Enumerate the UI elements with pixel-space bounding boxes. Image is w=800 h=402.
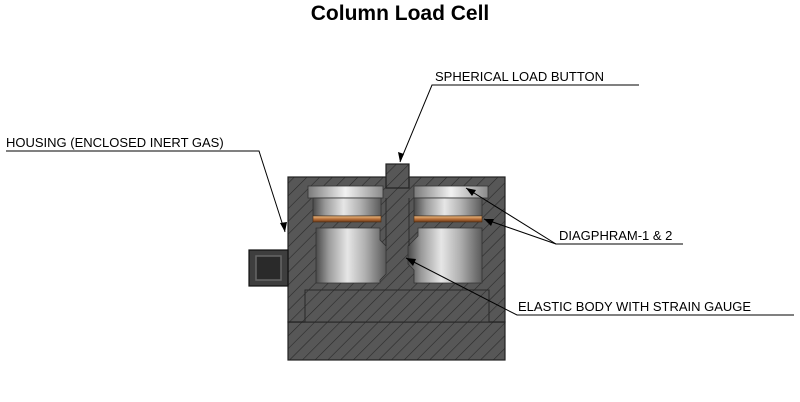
diaphragm-1 [312,215,382,223]
diaphragm-leader-2 [483,218,557,245]
elastic-body-base [304,289,490,323]
right-upper-ring [413,185,489,199]
right-lower-chamber [407,227,483,284]
load-button-leader [399,84,639,163]
housing-label: HOUSING (ENCLOSED INERT GAS) [6,135,224,150]
left-upper-ring [307,185,384,199]
right-chamber-upper [413,197,483,217]
load-button-label: SPHERICAL LOAD BUTTON [435,69,604,84]
elastic-body-arrow [406,258,416,266]
side-connector-inner [255,255,282,281]
load-button-arrow [398,152,404,162]
housing-leader [6,150,286,233]
elastic-body-leader [405,257,794,316]
left-chamber-upper [312,197,382,217]
base-plate [287,321,506,361]
left-lower-chamber [315,227,387,284]
diaphragm-arrow-2 [484,219,494,226]
diaphragm-2 [413,215,483,223]
housing-arrow [280,222,287,232]
spherical-load-button [385,163,410,189]
diaphragm-arrow-1 [466,188,476,196]
diaphragm-label: DIAGPHRAM-1 & 2 [559,228,672,243]
elastic-body-label: ELASTIC BODY WITH STRAIN GAUGE [518,299,751,314]
diagram-title: Column Load Cell [310,2,490,25]
